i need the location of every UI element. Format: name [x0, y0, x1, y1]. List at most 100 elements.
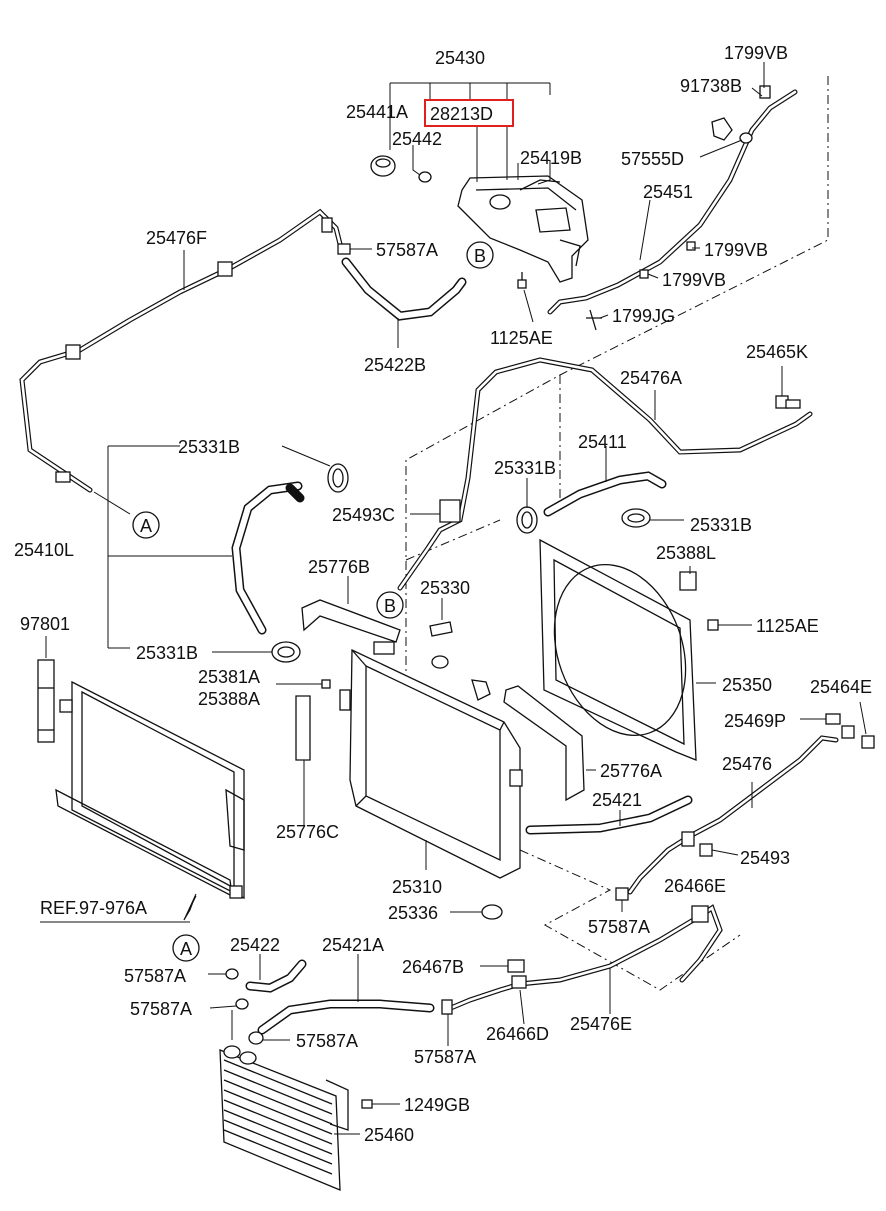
reservoir-gasket	[418, 171, 432, 183]
label-25476F: 25476F	[146, 228, 207, 248]
label-25422: 25422	[230, 935, 280, 955]
label-25441A: 25441A	[346, 102, 408, 122]
reservoir-leaders	[389, 82, 551, 185]
label-REF: REF.97-976A	[40, 898, 147, 918]
overflow-hose-25451	[547, 85, 798, 331]
label-57587A-c: 57587A	[296, 1031, 358, 1051]
label-57587A-a: 57587A	[124, 966, 186, 986]
label-25776B: 25776B	[308, 557, 370, 577]
label-25465K: 25465K	[746, 342, 808, 362]
tube-25476	[627, 735, 839, 895]
condenser-ref	[40, 680, 245, 923]
label-1125AE-top: 1125AE	[490, 328, 553, 348]
receiver-drier-97801	[37, 636, 55, 743]
label-25331B-3: 25331B	[690, 515, 752, 535]
label-57587A-mid: 57587A	[588, 917, 650, 937]
callout-B-mid: B	[376, 591, 404, 619]
callout-A-bottom: A	[172, 934, 200, 962]
callout-A-left: A	[132, 511, 160, 539]
label-25411: 25411	[578, 432, 627, 452]
label-25464E: 25464E	[810, 677, 872, 697]
label-25388A: 25388A	[198, 689, 260, 709]
oil-cooler-25460	[219, 1045, 400, 1191]
label-25421A: 25421A	[322, 935, 384, 955]
label-25476E: 25476E	[570, 1014, 632, 1034]
label-25310: 25310	[392, 877, 442, 897]
bracket-25381A	[276, 679, 331, 689]
tube-25476E	[443, 904, 723, 1025]
label-57587A-top: 57587A	[376, 240, 438, 260]
fan-shroud-25350	[539, 538, 716, 761]
label-25388L	[679, 566, 697, 591]
label-57555D: 57555D	[621, 149, 684, 169]
label-1799JG: 1799JG	[612, 306, 675, 326]
label-25330: 25330	[420, 578, 470, 598]
label-26467B: 26467B	[402, 957, 464, 977]
clamp-25331B-a	[281, 445, 349, 493]
label-25331B-1: 25331B	[178, 437, 240, 457]
reservoir-cap	[370, 155, 396, 177]
label-97801: 97801	[20, 614, 70, 634]
svg-text:A: A	[180, 939, 192, 959]
drain-plug-25336	[450, 904, 503, 920]
clamp-25331B-b	[516, 478, 538, 534]
label-25336: 25336	[388, 903, 438, 923]
tube-25476A	[397, 357, 813, 591]
radiator-25310	[339, 641, 523, 879]
label-1799VB-mid2: 1799VB	[662, 270, 726, 290]
fitting-57587A-top	[337, 243, 372, 255]
clip-91738B	[711, 117, 753, 144]
label-57587A-b: 57587A	[130, 999, 192, 1019]
label-25776A: 25776A	[600, 761, 662, 781]
label-1125AE-right: 1125AE	[756, 616, 819, 636]
bolt-1125AE-right	[707, 619, 752, 631]
label-25388L: 25388L	[656, 543, 716, 563]
label-25419B: 25419B	[520, 148, 582, 168]
label-26466E: 26466E	[664, 876, 726, 896]
label-25442: 25442	[392, 129, 442, 149]
clamp-25331B-c	[212, 641, 301, 663]
fitting-57587A-mid	[615, 887, 629, 912]
label-28213D: 28213D	[430, 104, 493, 124]
svg-text:A: A	[140, 516, 152, 536]
label-25421: 25421	[592, 790, 642, 810]
clamp-25331B-d	[621, 508, 684, 528]
label-1249GB: 1249GB	[404, 1095, 470, 1115]
label-25381A: 25381A	[198, 667, 260, 687]
seal-25776C	[295, 695, 311, 826]
fitting-25469P-25464E	[800, 701, 875, 749]
label-25430: 25430	[435, 48, 485, 68]
label-25476: 25476	[722, 754, 772, 774]
hose-25422	[245, 954, 307, 993]
label-25422B: 25422B	[364, 355, 426, 375]
hose-25421	[525, 795, 693, 835]
label-25331B-4: 25331B	[136, 643, 198, 663]
callout-B-top: B	[466, 241, 494, 269]
label-25493C: 25493C	[332, 505, 395, 525]
fittings-57587A-lower	[208, 968, 290, 1045]
label-25451: 25451	[643, 182, 693, 202]
label-1799VB-top: 1799VB	[724, 43, 788, 63]
radiator-cap-25330	[429, 598, 453, 637]
upper-hose-25410L	[107, 445, 305, 649]
fitting-26467B	[480, 959, 525, 973]
seal-25776B	[301, 576, 401, 643]
label-25476A: 25476A	[620, 368, 682, 388]
part-labels: 25430 1799VB 91738B 25441A 28213D 25442 …	[14, 43, 872, 1145]
label-25493: 25493	[740, 848, 790, 868]
label-25776C: 25776C	[276, 822, 339, 842]
fitting-25465K	[775, 366, 801, 409]
hose-25411	[543, 446, 667, 517]
tube-25476F	[19, 208, 343, 515]
label-91738B: 91738B	[680, 76, 742, 96]
fitting-57587A-d	[441, 999, 453, 1046]
label-26466D: 26466D	[486, 1024, 549, 1044]
top-right-leaders	[523, 62, 765, 323]
label-25410L: 25410L	[14, 540, 74, 560]
highlight-box	[424, 99, 514, 127]
ref-arrow-icon	[183, 893, 197, 921]
coolant-reservoir	[457, 175, 589, 283]
label-25469P: 25469P	[724, 711, 786, 731]
svg-text:B: B	[384, 596, 396, 616]
